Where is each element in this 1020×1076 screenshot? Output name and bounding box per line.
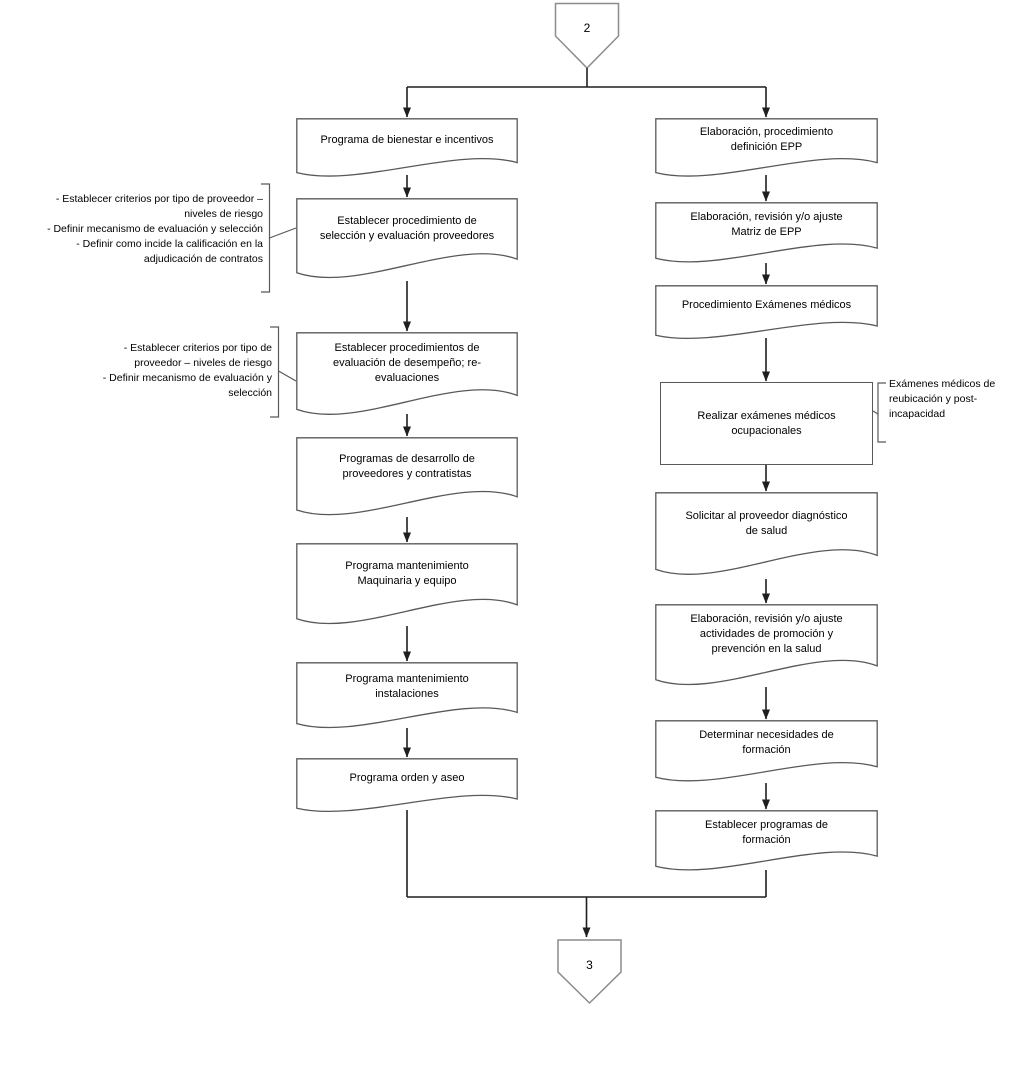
node-label: Procedimiento Exámenes médicos — [681, 299, 852, 312]
annotation-left-lower: - Establecer criterios por tipo de prove… — [102, 342, 272, 399]
document-shape — [296, 758, 518, 812]
node-label: Realizar exámenes médicos ocupacionales — [697, 409, 836, 437]
node-label: Establecer procedimiento de selección y … — [319, 214, 495, 242]
node-actividades-promocion-prevencion: Elaboración, revisión y/o ajuste activid… — [655, 604, 878, 690]
document-shape — [296, 543, 518, 625]
node-label: Elaboración, revisión y/o ajuste Matriz … — [690, 211, 843, 239]
node-procedimiento-examenes-medicos: Procedimiento Exámenes médicos — [655, 285, 878, 342]
document-shape — [296, 198, 518, 279]
annotation-right: Exámenes médicos de reubicación y post- … — [889, 378, 996, 420]
node-determinar-necesidades-formacion: Determinar necesidades de formación — [655, 720, 878, 785]
node-matriz-epp: Elaboración, revisión y/o ajuste Matriz … — [655, 202, 878, 266]
document-shape — [655, 810, 878, 871]
node-label: Establecer procedimientos de evaluación … — [333, 342, 481, 385]
node-procedimiento-definicion-epp: Elaboración, procedimiento definición EP… — [655, 118, 878, 180]
off-page-connector-3: 3 — [586, 958, 593, 972]
document-shape — [655, 492, 878, 575]
node-label: Programa orden y aseo — [349, 772, 465, 785]
off-page-connector-2: 2 — [583, 21, 591, 35]
document-shape — [655, 202, 878, 263]
node-establecer-programas-formacion: Establecer programas de formación — [655, 810, 878, 874]
node-label: Programas de desarrollo de proveedores y… — [339, 452, 475, 480]
node-label: Programa mantenimiento Maquinaria y equi… — [345, 559, 469, 587]
node-label: Establecer programas de formación — [705, 819, 828, 847]
document-shape — [296, 662, 518, 729]
node-label: Elaboración, procedimiento definición EP… — [699, 126, 834, 154]
annotation-left-upper: - Establecer criterios por tipo de prove… — [47, 193, 263, 265]
node-label: Elaboración, revisión y/o ajuste activid… — [690, 613, 843, 656]
node-label: Programa mantenimiento instalaciones — [345, 673, 469, 701]
node-mantenimiento-maquinaria: Programa mantenimiento Maquinaria y equi… — [296, 543, 518, 629]
node-label: Solicitar al proveedor diagnóstico de sa… — [685, 509, 848, 537]
node-programas-desarrollo-proveedores: Programas de desarrollo de proveedores y… — [296, 437, 518, 520]
node-solicitar-diagnostico-salud: Solicitar al proveedor diagnóstico de sa… — [655, 492, 878, 580]
document-shape — [655, 118, 878, 177]
node-programa-orden-aseo: Programa orden y aseo — [296, 758, 518, 815]
node-label: Programa de bienestar e incentivos — [320, 133, 494, 146]
leader-left-lower — [278, 370, 297, 382]
document-shape — [655, 604, 878, 686]
bracket-right — [877, 382, 886, 443]
document-shape — [655, 720, 878, 782]
node-label: Determinar necesidades de formación — [699, 729, 834, 757]
document-shape — [296, 118, 518, 177]
node-realizar-examenes-ocupacionales: Realizar exámenes médicos ocupacionales — [660, 382, 873, 465]
leader-left-upper — [269, 227, 297, 239]
node-programa-bienestar-incentivos: Programa de bienestar e incentivos — [296, 118, 518, 180]
document-shape — [296, 332, 518, 415]
leader-right — [872, 410, 879, 415]
node-procedimientos-evaluacion-desempeno: Establecer procedimientos de evaluación … — [296, 332, 518, 420]
document-shape — [296, 437, 518, 516]
document-shape — [655, 285, 878, 339]
node-procedimiento-seleccion-proveedores: Establecer procedimiento de selección y … — [296, 198, 518, 283]
node-mantenimiento-instalaciones: Programa mantenimiento instalaciones — [296, 662, 518, 732]
